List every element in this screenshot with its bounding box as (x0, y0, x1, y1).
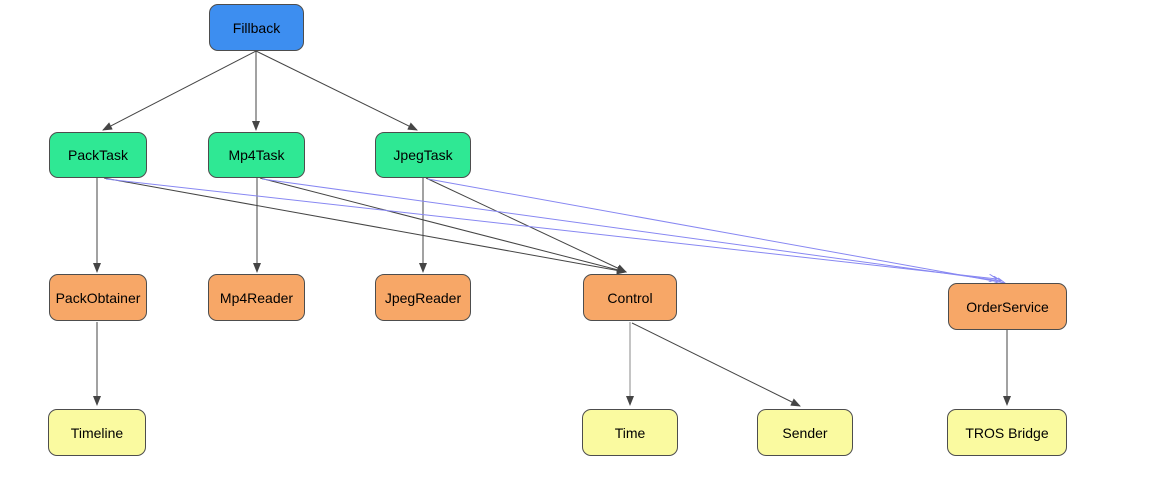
node-timeline[interactable]: Timeline (48, 409, 146, 456)
edge-packtask-orderservice (105, 178, 997, 279)
node-mp4task-label: Mp4Task (228, 147, 285, 163)
node-jpegreader-label: JpegReader (384, 289, 462, 306)
node-time[interactable]: Time (582, 409, 678, 456)
edge-mp4task-orderservice (261, 178, 1001, 281)
node-fillback-label: Fillback (232, 19, 281, 36)
edge-jpegtask-orderservice (427, 178, 1005, 283)
node-sender-label: Sender (782, 424, 828, 441)
node-control-label: Control (607, 289, 653, 306)
node-mp4task[interactable]: Mp4Task (208, 132, 305, 178)
edge-fillback-jpegtask (255, 50, 418, 131)
edge-packtask-control (103, 177, 627, 275)
node-jpegreader[interactable]: JpegReader (375, 274, 471, 321)
edge-mp4task-control (259, 177, 627, 274)
node-jpegtask-label: JpegTask (393, 147, 453, 163)
edge-fillback-packtask (102, 50, 257, 131)
node-trosbridge-label: TROS Bridge (965, 424, 1049, 441)
node-sender[interactable]: Sender (757, 409, 853, 456)
node-control[interactable]: Control (583, 274, 677, 321)
node-orderservice[interactable]: OrderService (948, 283, 1067, 330)
node-mp4reader[interactable]: Mp4Reader (208, 274, 305, 321)
node-packtask-label: PackTask (68, 147, 128, 163)
node-packobtainer[interactable]: PackObtainer (49, 274, 147, 321)
edge-control-sender (631, 322, 801, 407)
node-jpegtask[interactable]: JpegTask (375, 132, 471, 178)
node-mp4reader-label: Mp4Reader (219, 289, 294, 306)
node-trosbridge[interactable]: TROS Bridge (947, 409, 1067, 456)
edge-jpegtask-control (425, 177, 627, 273)
node-packtask[interactable]: PackTask (49, 132, 147, 178)
node-fillback[interactable]: Fillback (209, 4, 304, 51)
node-packobtainer-label: PackObtainer (55, 289, 141, 306)
node-time-label: Time (614, 424, 646, 441)
node-orderservice-label: OrderService (966, 298, 1049, 315)
node-timeline-label: Timeline (70, 424, 124, 441)
